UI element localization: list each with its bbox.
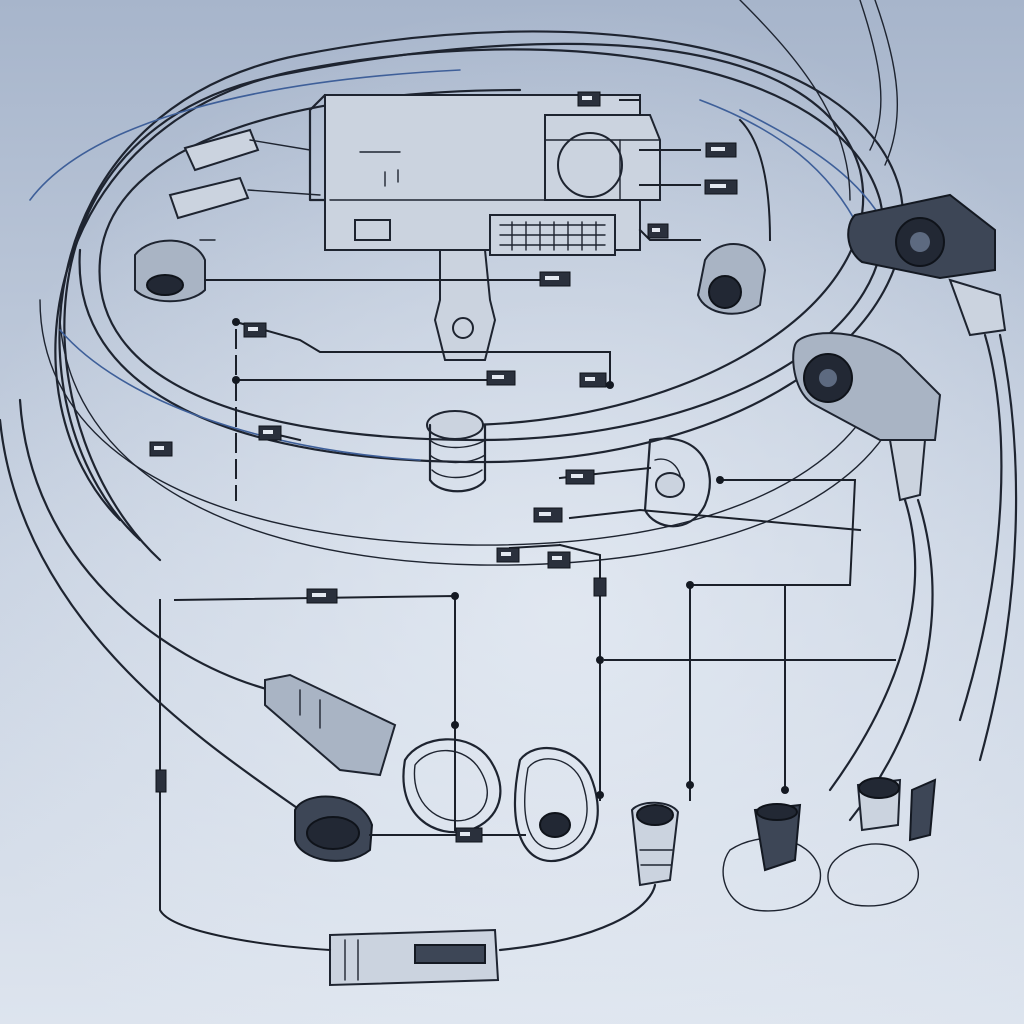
cable-tag-icon (149, 441, 173, 457)
cable-tag-icon (577, 91, 601, 107)
cable-tag-icon (486, 370, 516, 386)
cable-tag-icon (704, 179, 738, 195)
bnc-connector-icon (168, 128, 321, 220)
cable-tag-icon (647, 223, 669, 239)
cable-tag-icon (155, 769, 167, 793)
cable-tag-icon (705, 142, 737, 158)
wiring-lines (159, 99, 896, 952)
bnc-connector-icon (722, 777, 937, 912)
coiled-cable-icon (426, 410, 487, 493)
cable-tag-icon (306, 588, 338, 604)
bullet-camera-icon (792, 332, 942, 822)
bullet-camera-icon (847, 193, 1018, 762)
bnc-connector-icon (643, 437, 711, 528)
cable-loops (0, 0, 911, 812)
bnc-connector-icon (264, 673, 397, 777)
cable-tag-icon (539, 271, 571, 287)
cable-tag-icon (455, 827, 483, 843)
coiled-cable-icon (402, 738, 599, 863)
cable-tag-icon (593, 577, 607, 597)
cable-tag-icon (565, 469, 595, 485)
dome-camera-icon (134, 239, 216, 303)
cable-tag-icon (258, 425, 282, 441)
dome-camera-icon (294, 795, 374, 862)
cable-tag-icon (496, 547, 520, 563)
bullet-camera-icon (696, 243, 767, 315)
power-adapter-icon (329, 928, 500, 987)
cable-tag-icon (547, 551, 571, 569)
junction-nodes (232, 318, 789, 799)
cable-tag-icon (579, 372, 607, 388)
recorder-unit-icon (308, 93, 661, 361)
cable-tag-icon (243, 322, 267, 338)
cable-tag-icon (533, 507, 563, 523)
cable-tags (149, 91, 738, 843)
keypad-grid (499, 221, 606, 251)
bnc-connector-icon (498, 801, 680, 952)
